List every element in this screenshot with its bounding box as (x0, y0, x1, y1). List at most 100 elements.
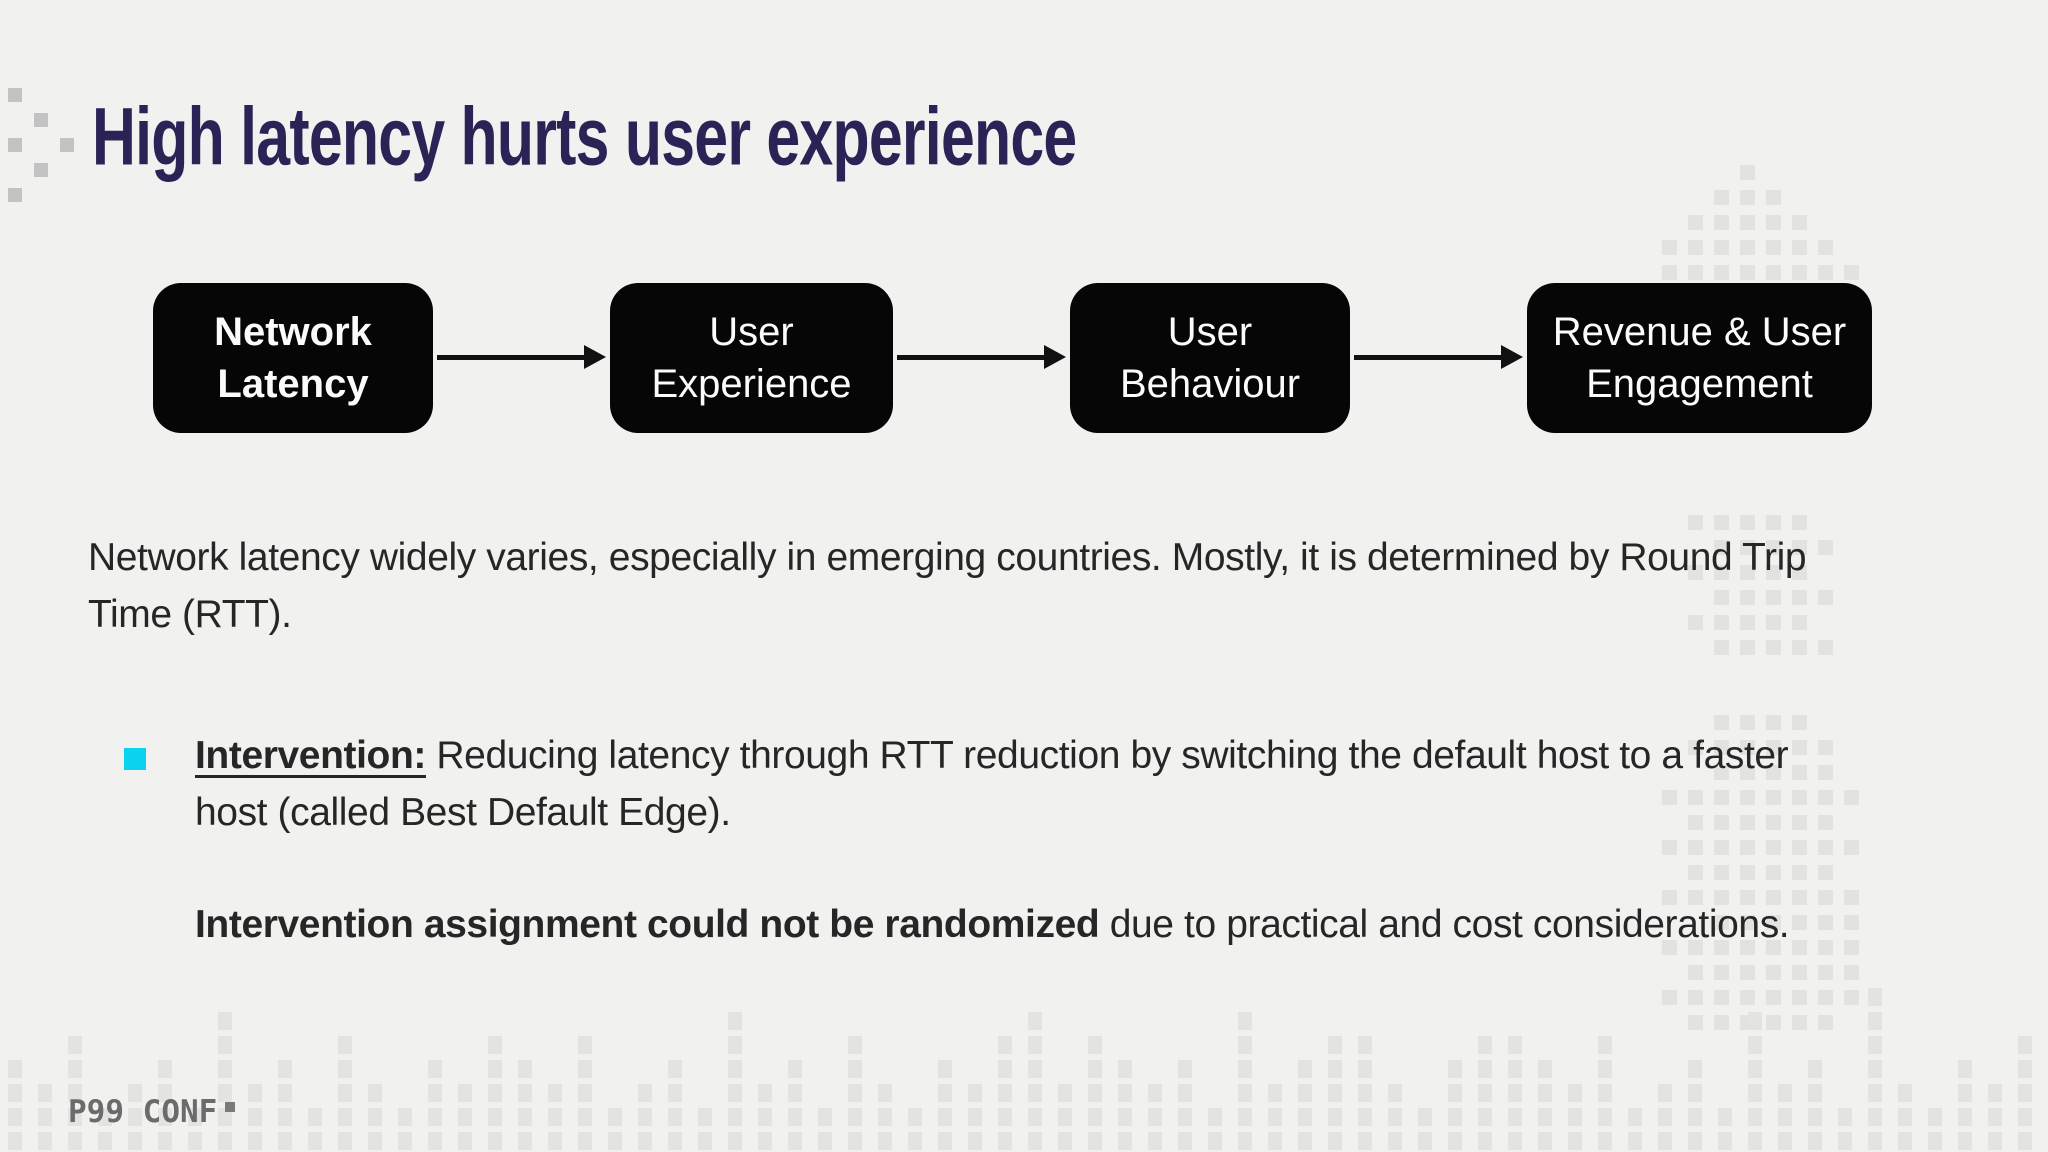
pixel-square (428, 1108, 442, 1126)
pixel-square (1028, 1108, 1042, 1126)
pixel-square (1718, 1108, 1732, 1126)
pixel-square (1766, 815, 1781, 830)
pixel-square (1118, 1084, 1132, 1102)
pixel-square (1740, 515, 1755, 530)
pixel-square (728, 1132, 742, 1150)
pixel-square (8, 1108, 22, 1126)
pixel-square (1478, 1036, 1492, 1054)
pixel-square (1766, 940, 1781, 955)
pixel-square (1508, 1036, 1522, 1054)
pixel-square (1792, 240, 1807, 255)
pixel-square (1714, 940, 1729, 955)
pixel-square (848, 1108, 862, 1126)
pixel-square (938, 1108, 952, 1126)
flow-box-revenue-engagement: Revenue & User Engagement (1527, 283, 1872, 433)
pixel-square (1714, 515, 1729, 530)
pixel-square (1740, 590, 1755, 605)
pixel-square (188, 1132, 202, 1150)
arrow-right-icon (1354, 345, 1523, 369)
pixel-square (1740, 190, 1755, 205)
pixel-square (38, 1084, 52, 1102)
flow-box-user-experience: User Experience (610, 283, 893, 433)
pixel-square (1766, 540, 1781, 555)
pixel-square (98, 1132, 112, 1150)
pixel-square (1058, 1132, 1072, 1150)
pixel-square (278, 1060, 292, 1078)
pixel-square (1208, 1132, 1222, 1150)
pixel-square (1792, 715, 1807, 730)
page-title: High latency hurts user experience (92, 91, 1387, 183)
pixel-square (1148, 1108, 1162, 1126)
pixel-square (1508, 1084, 1522, 1102)
pixel-square (1598, 1036, 1612, 1054)
pixel-square (1298, 1084, 1312, 1102)
p99-conf-logo-text: P99 CONF (68, 1094, 218, 1130)
pixel-square (1268, 1084, 1282, 1102)
pixel-square (1808, 1108, 1822, 1126)
pixel-square (1766, 965, 1781, 980)
pixel-square (1748, 1084, 1762, 1102)
pixel-square (578, 1108, 592, 1126)
pixel-square (338, 1084, 352, 1102)
pixel-square (1792, 540, 1807, 555)
pixel-square (548, 1084, 562, 1102)
pixel-square (1688, 1015, 1703, 1030)
pixel-square (1766, 990, 1781, 1005)
pixel-square (1688, 840, 1703, 855)
pixel-square (278, 1108, 292, 1126)
pixel-square (1658, 1132, 1672, 1150)
pixel-square (2018, 1084, 2032, 1102)
pixel-square (1766, 240, 1781, 255)
pixel-square (1792, 640, 1807, 655)
pixel-square (938, 1060, 952, 1078)
pixel-square (1818, 590, 1833, 605)
pixel-square (818, 1108, 832, 1126)
pixel-square (1268, 1108, 1282, 1126)
pixel-square (488, 1060, 502, 1078)
pixel-square (1766, 640, 1781, 655)
pixel-square (1328, 1132, 1342, 1150)
pixel-square (1740, 615, 1755, 630)
pixel-square (1568, 1084, 1582, 1102)
pixel-square (1298, 1132, 1312, 1150)
pixel-square (1766, 865, 1781, 880)
pixel-square (668, 1132, 682, 1150)
pixel-square (1238, 1036, 1252, 1054)
pixel-square (1740, 715, 1755, 730)
page-title-text: High latency hurts user experience (92, 91, 1077, 183)
note-rest-text: due to practical and cost considerations… (1099, 903, 1790, 946)
pixel-square (668, 1084, 682, 1102)
pixel-square (188, 1108, 202, 1126)
pixel-square (308, 1132, 322, 1150)
pixel-square (1766, 265, 1781, 280)
pixel-square (218, 1108, 232, 1126)
pixel-square (1148, 1084, 1162, 1102)
pixel-square (848, 1084, 862, 1102)
pixel-square (338, 1108, 352, 1126)
bullet-item: Intervention: Reducing latency through R… (195, 727, 1789, 841)
arrow-right-icon (897, 345, 1066, 369)
pixel-square (1714, 890, 1729, 905)
pixel-square (638, 1108, 652, 1126)
pixel-square (428, 1084, 442, 1102)
pixel-square (1740, 215, 1755, 230)
pixel-square (1448, 1084, 1462, 1102)
pixel-square (1740, 890, 1755, 905)
pixel-square (788, 1132, 802, 1150)
pixel-square (1988, 1084, 2002, 1102)
pixel-square (1818, 865, 1833, 880)
body-paragraph-line2: Time (RTT). (88, 593, 292, 636)
pixel-square (1028, 1132, 1042, 1150)
pixel-square (368, 1132, 382, 1150)
pixel-square (1688, 1132, 1702, 1150)
pixel-square (1662, 840, 1677, 855)
pixel-square (488, 1108, 502, 1126)
pixel-square (308, 1108, 322, 1126)
pixel-square (2018, 1060, 2032, 1078)
pixel-square (938, 1084, 952, 1102)
pixel-square (1792, 815, 1807, 830)
pixel-square (488, 1132, 502, 1150)
pixel-square (1766, 740, 1781, 755)
pixel-square (1818, 1015, 1833, 1030)
body-paragraph-line1: Network latency widely varies, especiall… (88, 536, 1807, 579)
